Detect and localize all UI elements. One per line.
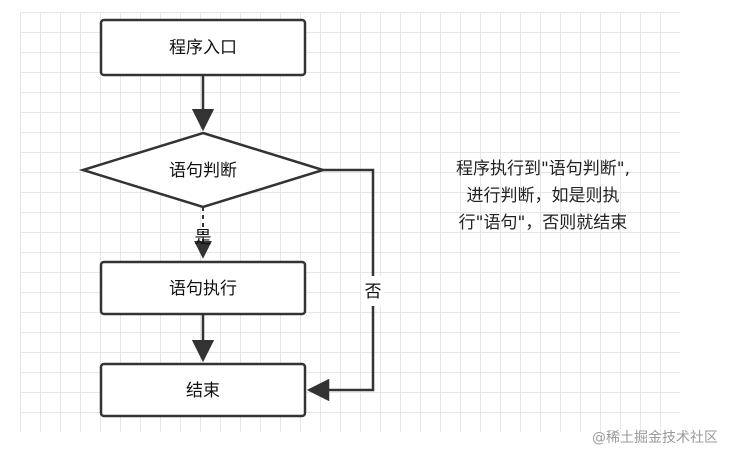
decision-label: 语句判断 <box>169 161 237 181</box>
no-label: 否 <box>365 282 382 302</box>
execute-label: 语句执行 <box>169 279 237 299</box>
note-line: 进行判断，如是则执 <box>466 186 620 206</box>
explanation-note: 程序执行到"语句判断", 进行判断，如是则执 行"语句"，否则就结束 <box>418 156 668 237</box>
grid-background <box>20 12 680 432</box>
entry-label: 程序入口 <box>169 38 237 58</box>
yes-label: 是 <box>195 228 212 248</box>
note-line: 程序执行到"语句判断", <box>455 159 631 179</box>
note-line: 行"语句"，否则就结束 <box>458 213 628 233</box>
watermark: @稀土掘金技术社区 <box>592 430 718 446</box>
end-label: 结束 <box>186 381 220 401</box>
no-label-bg <box>361 276 385 306</box>
end-box <box>99 362 307 418</box>
